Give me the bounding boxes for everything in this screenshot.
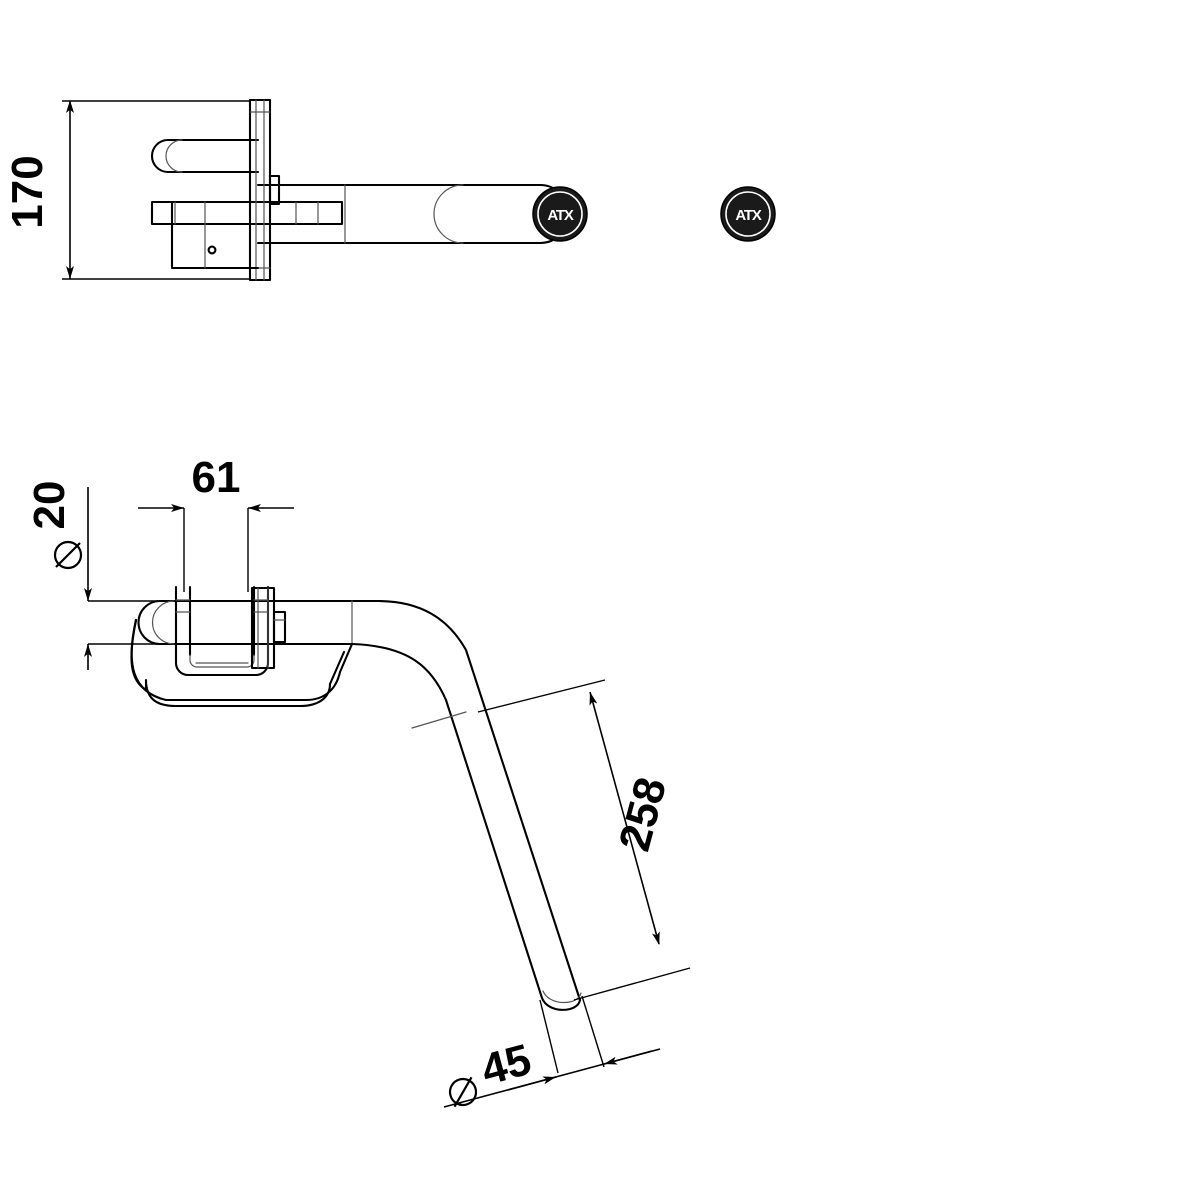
dim-45-ext-right	[581, 995, 605, 1068]
top-left-handle-bar	[150, 138, 260, 174]
dim-258-ext-bottom	[573, 967, 691, 1001]
bottom-left-grip-tube	[137, 599, 582, 1011]
atx-logo-right-view: ATX	[720, 186, 776, 242]
dim-45-arrow-left	[507, 1076, 557, 1091]
view-top-left	[150, 98, 570, 282]
dim-61-label: 61	[192, 453, 241, 502]
dim-45-ext-left	[539, 999, 559, 1074]
diameter-symbol-45	[448, 1076, 478, 1108]
dim-258-ext-top	[477, 679, 606, 713]
dim-45-arrow-right	[603, 1050, 653, 1065]
dimension-diameter-45	[443, 995, 661, 1108]
bottom-left-clamp-flange	[250, 586, 287, 670]
dim-20-label: 20	[25, 481, 74, 530]
atx-logo-text-right: ATX	[735, 207, 761, 224]
top-left-clamp-plate	[150, 200, 344, 226]
top-left-ubolt-plate	[248, 98, 281, 282]
atx-logo-text-left: ATX	[547, 207, 573, 224]
view-bottom-left	[130, 585, 582, 1011]
dimension-258	[477, 679, 691, 1001]
dimension-170	[62, 100, 250, 280]
diameter-symbol-20	[53, 540, 83, 570]
bottom-left-ubolt	[174, 585, 270, 677]
top-left-bracket-body	[170, 200, 260, 270]
dimension-diameter-20	[53, 487, 168, 670]
dim-170-label: 170	[3, 155, 52, 228]
dim-258-label: 258	[610, 772, 676, 856]
dim-258-line	[589, 691, 660, 945]
dimension-61	[138, 504, 294, 592]
atx-logo-left-view: ATX	[532, 186, 588, 242]
dim-45-label: 45	[476, 1035, 536, 1095]
bottom-left-bracket-saddle	[130, 618, 354, 708]
top-left-main-tube	[256, 183, 570, 245]
